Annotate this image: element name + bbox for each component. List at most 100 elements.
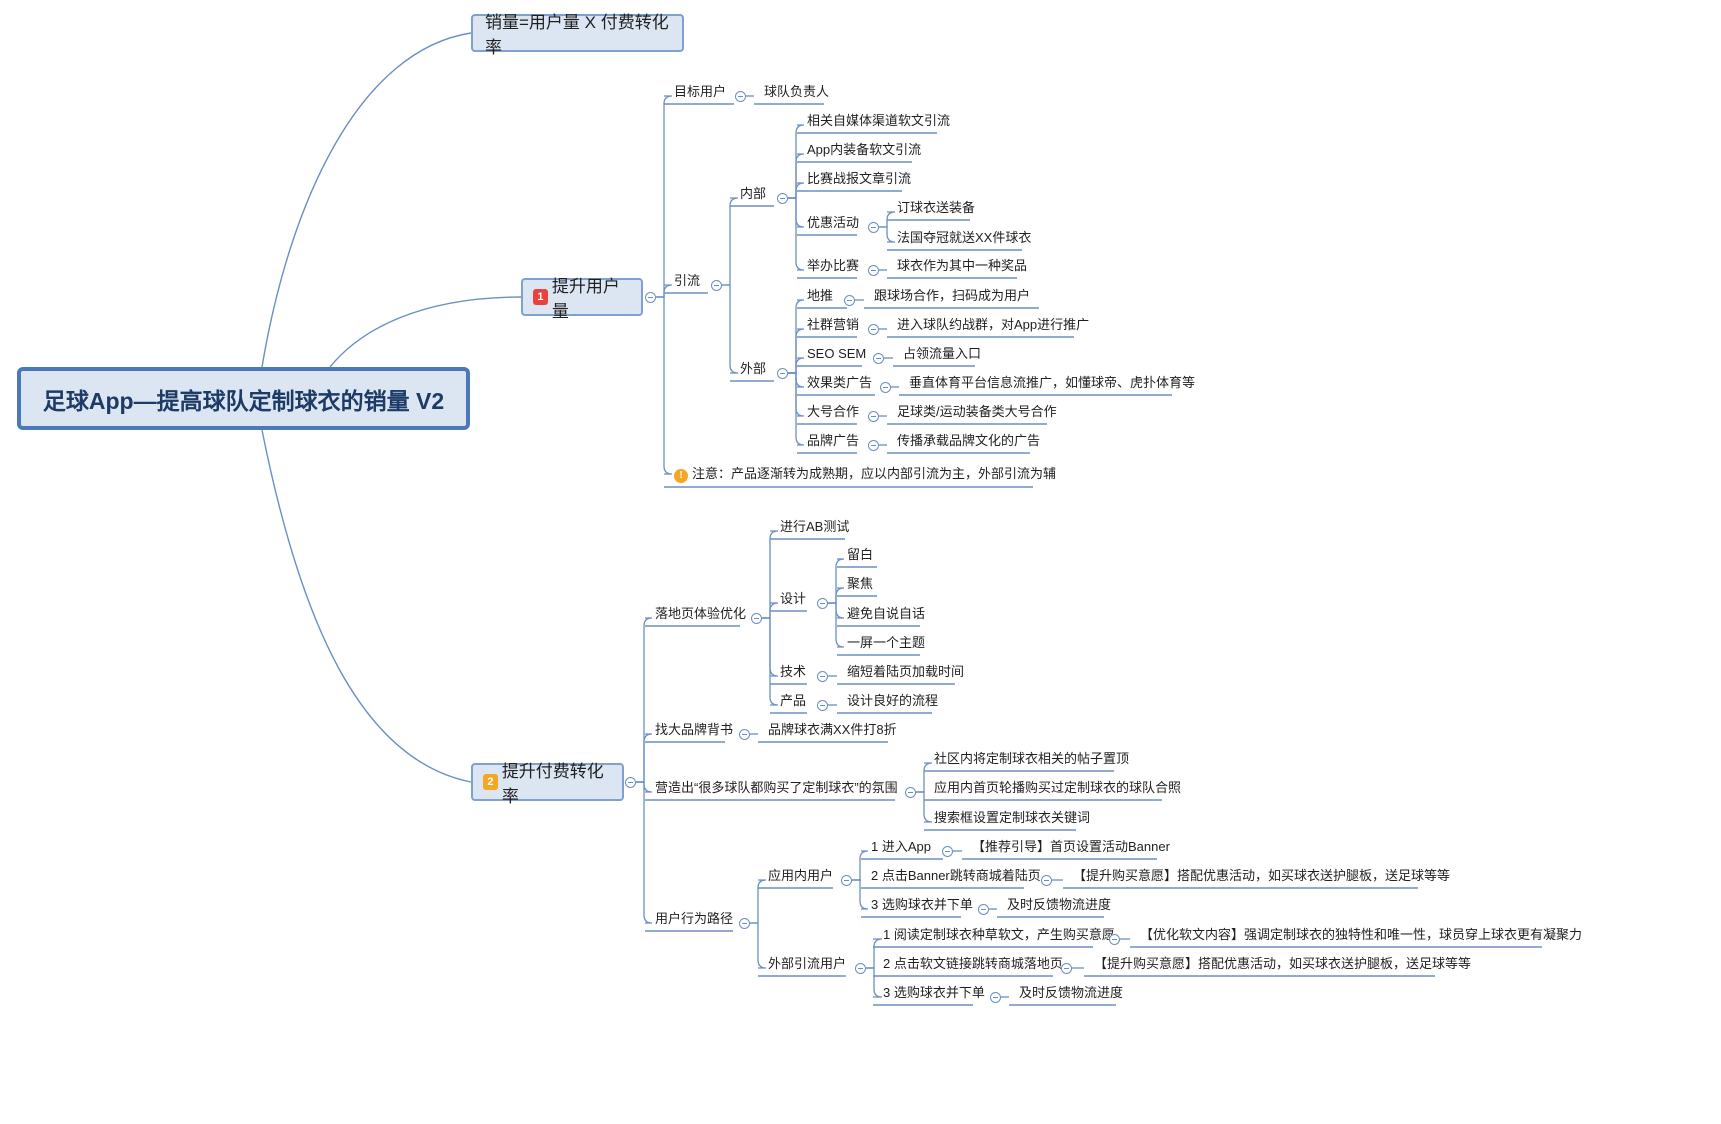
topic-atmosphere-1[interactable]: 社区内将定制球衣相关的帖子置顶 — [934, 751, 1130, 766]
topic-landing-page[interactable]: 落地页体验优化 — [655, 606, 747, 621]
topic-promo[interactable]: 优惠活动 — [807, 215, 860, 230]
topic-inapp-users[interactable]: 应用内用户 — [768, 868, 834, 883]
topic-product[interactable]: 产品 — [780, 693, 807, 708]
connector — [750, 879, 767, 924]
collapse-toggle-icon[interactable] — [817, 671, 828, 682]
topic-external-channel[interactable]: 大号合作 — [807, 404, 860, 419]
topic-external-channel[interactable]: 地推 — [807, 288, 834, 303]
connector — [852, 850, 869, 881]
collapse-toggle-icon[interactable] — [1109, 934, 1120, 945]
topic-external-detail[interactable]: 足球类/运动装备类大号合作 — [897, 404, 1057, 419]
topic-internal-1[interactable]: 相关自媒体渠道软文引流 — [807, 113, 951, 128]
topic-external-detail[interactable]: 跟球场合作，扫码成为用户 — [874, 288, 1031, 303]
topic-design-item[interactable]: 留白 — [847, 547, 874, 562]
topic-external-users[interactable]: 外部引流用户 — [768, 956, 847, 971]
topic-match-prize[interactable]: 球衣作为其中一种奖品 — [897, 258, 1028, 273]
collapse-toggle-icon[interactable] — [739, 729, 750, 740]
topic-promo-2[interactable]: 法国夺冠就送XX件球衣 — [897, 230, 1032, 245]
connector — [788, 372, 805, 446]
topic-external-step[interactable]: 2 点击软文链接跳转商城落地页 — [883, 956, 1063, 971]
topic-atmosphere-2[interactable]: 应用内首页轮播购买过定制球衣的球队合照 — [934, 780, 1182, 795]
topic-external-channel[interactable]: 社群营销 — [807, 317, 860, 332]
collapse-toggle-icon[interactable] — [868, 411, 879, 422]
topic-inapp-detail[interactable]: 【提升购买意愿】搭配优惠活动，如买球衣送护腿板，送足球等等 — [1073, 868, 1451, 883]
topic-external-path-detail[interactable]: 【优化软文内容】强调定制球衣的独特性和唯一性，球员穿上球衣更有凝聚力 — [1140, 927, 1583, 942]
topic-design-item[interactable]: 聚焦 — [847, 576, 874, 591]
topic-inapp-detail[interactable]: 及时反馈物流进度 — [1007, 897, 1112, 912]
collapse-toggle-icon[interactable] — [873, 353, 884, 364]
topic-match[interactable]: 举办比赛 — [807, 258, 860, 273]
topic-promo-1[interactable]: 订球衣送装备 — [897, 200, 976, 215]
topic-product-detail[interactable]: 设计良好的流程 — [847, 693, 939, 708]
topic-design[interactable]: 设计 — [780, 591, 807, 606]
topic-brand-discount[interactable]: 品牌球衣满XX件打8折 — [768, 722, 897, 737]
topic-external-path-detail[interactable]: 及时反馈物流进度 — [1019, 985, 1124, 1000]
topic-external-channel[interactable]: 品牌广告 — [807, 433, 860, 448]
topic-external-channel[interactable]: SEO SEM — [807, 346, 867, 361]
topic-design-item[interactable]: 避免自说自话 — [847, 606, 926, 621]
collapse-toggle-icon[interactable] — [1061, 963, 1072, 974]
collapse-toggle-icon[interactable] — [844, 295, 855, 306]
collapse-toggle-icon[interactable] — [751, 613, 762, 624]
topic-inapp-step[interactable]: 2 点击Banner跳转商城着陆页 — [871, 868, 1041, 883]
collapse-toggle-icon[interactable] — [880, 382, 891, 393]
topic-brand-endorsement[interactable]: 找大品牌背书 — [655, 722, 734, 737]
collapse-toggle-icon[interactable] — [1041, 875, 1052, 886]
topic-traffic[interactable]: 引流 — [674, 273, 701, 288]
topic-inapp-detail[interactable]: 【推荐引导】首页设置活动Banner — [972, 839, 1170, 854]
collapse-toggle-icon[interactable] — [711, 280, 722, 291]
collapse-toggle-icon[interactable] — [868, 440, 879, 451]
collapse-toggle-icon[interactable] — [777, 368, 788, 379]
connector — [750, 922, 767, 969]
topic-inapp-step[interactable]: 3 选购球衣并下单 — [871, 897, 973, 912]
topic-internal-2[interactable]: App内装备软文引流 — [807, 142, 922, 157]
topic-user-path[interactable]: 用户行为路径 — [655, 911, 734, 926]
collapse-toggle-icon[interactable] — [739, 918, 750, 929]
topic-inapp-step[interactable]: 1 进入App — [871, 839, 931, 854]
topic-external-step[interactable]: 1 阅读定制球衣种草软文，产生购买意愿 — [883, 927, 1115, 942]
topic-target-users[interactable]: 目标用户 — [674, 84, 727, 99]
collapse-toggle-icon[interactable] — [990, 992, 1001, 1003]
collapse-toggle-icon[interactable] — [817, 598, 828, 609]
topic-tech-detail[interactable]: 缩短着陆页加载时间 — [847, 664, 965, 679]
topic-external[interactable]: 外部 — [740, 361, 767, 376]
topic-external-detail[interactable]: 进入球队约战群，对App进行推广 — [897, 317, 1090, 332]
collapse-toggle-icon[interactable] — [777, 193, 788, 204]
collapse-toggle-icon[interactable] — [841, 875, 852, 886]
topic-atmosphere[interactable]: 营造出“很多球队都购买了定制球衣”的氛围 — [655, 780, 898, 795]
topic-external-detail[interactable]: 占领流量入口 — [903, 346, 982, 361]
central-topic[interactable]: 足球App—提高球队定制球衣的销量 V2 — [17, 367, 470, 430]
topic-design-item[interactable]: 一屏一个主题 — [847, 635, 926, 650]
collapse-toggle-icon[interactable] — [868, 324, 879, 335]
priority-2-icon: 2 — [483, 774, 498, 790]
topic-external-channel[interactable]: 效果类广告 — [807, 375, 873, 390]
collapse-toggle-icon[interactable] — [625, 777, 636, 788]
collapse-toggle-icon[interactable] — [942, 846, 953, 857]
collapse-toggle-icon[interactable] — [817, 700, 828, 711]
collapse-toggle-icon[interactable] — [735, 91, 746, 102]
topic-external-path-detail[interactable]: 【提升购买意愿】搭配优惠活动，如买球衣送护腿板，送足球等等 — [1094, 956, 1472, 971]
connector — [788, 357, 805, 374]
topic-external-detail[interactable]: 垂直体育平台信息流推广，如懂球帝、虎扑体育等 — [909, 375, 1196, 390]
connector — [656, 296, 673, 475]
collapse-toggle-icon[interactable] — [905, 787, 916, 798]
collapse-toggle-icon[interactable] — [868, 222, 879, 233]
topic-external-step[interactable]: 3 选购球衣并下单 — [883, 985, 985, 1000]
topic-internal-3[interactable]: 比赛战报文章引流 — [807, 171, 912, 186]
topic-tech[interactable]: 技术 — [780, 664, 807, 679]
connector — [866, 938, 883, 969]
collapse-toggle-icon[interactable] — [855, 963, 866, 974]
topic-external-detail[interactable]: 传播承载品牌文化的广告 — [897, 433, 1041, 448]
topic-atmosphere-3[interactable]: 搜索框设置定制球衣关键词 — [934, 810, 1091, 825]
topic-ab-test[interactable]: 进行AB测试 — [780, 519, 850, 534]
topic-team-leader[interactable]: 球队负责人 — [764, 84, 830, 99]
connector — [722, 197, 739, 286]
topic-internal[interactable]: 内部 — [740, 186, 767, 201]
formula-topic[interactable]: 销量=用户量 X 付费转化率 — [471, 13, 684, 57]
warning-note[interactable]: !注意：产品逐渐转为成熟期，应以内部引流为主，外部引流为辅 — [674, 465, 1056, 483]
collapse-toggle-icon[interactable] — [868, 265, 879, 276]
collapse-toggle-icon[interactable] — [645, 292, 656, 303]
collapse-toggle-icon[interactable] — [978, 904, 989, 915]
